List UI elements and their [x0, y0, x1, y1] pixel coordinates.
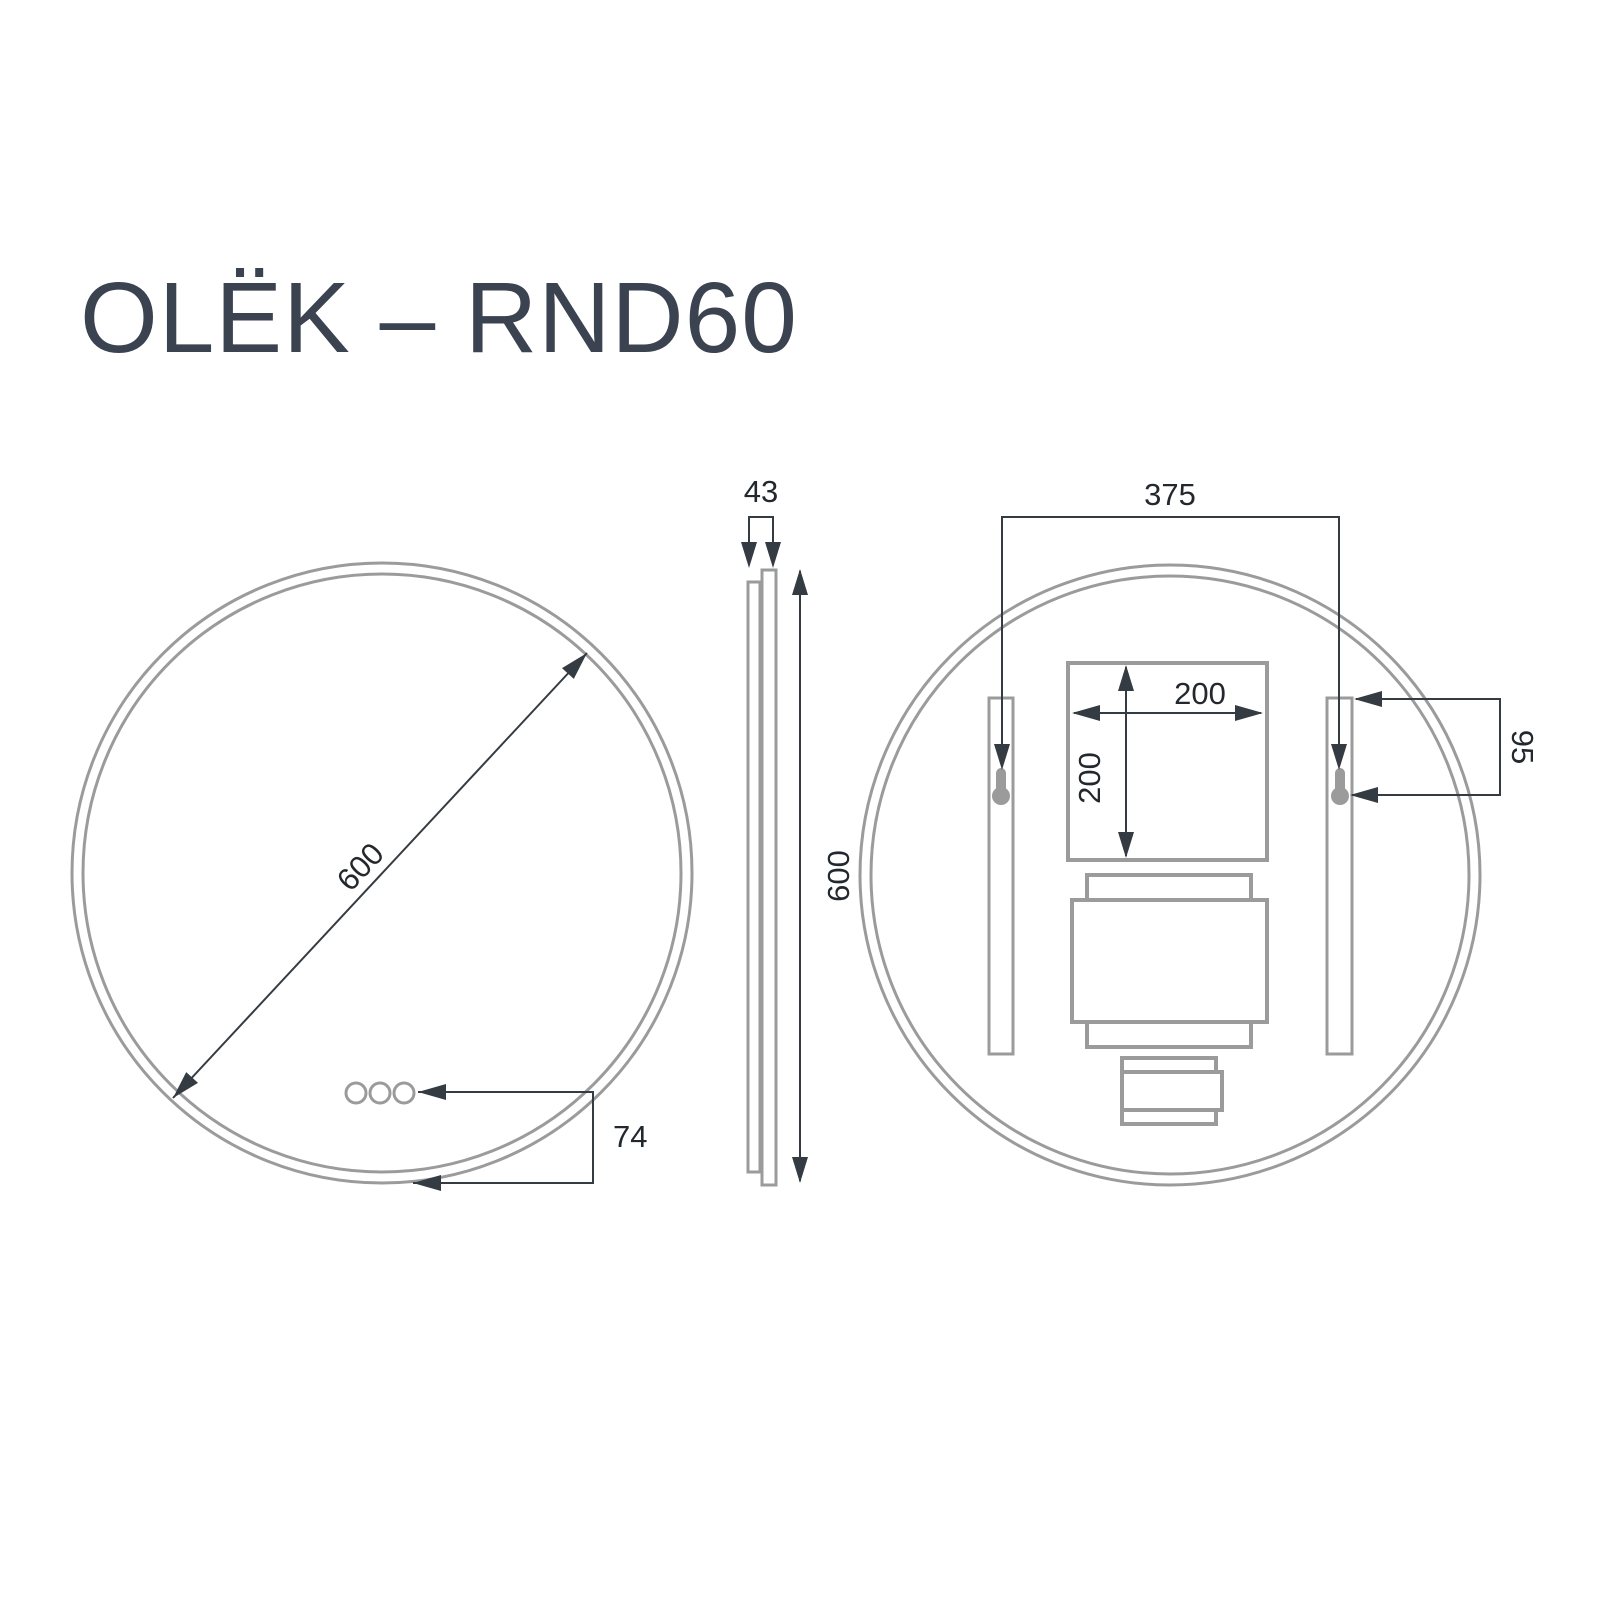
terminal-top-strip: [1120, 1056, 1218, 1074]
hanger-offset-dim-bracket: [1352, 698, 1501, 796]
side-profile-front-plate: [760, 568, 778, 1187]
arrowhead-down-icon: [741, 542, 757, 568]
touch-button-icon: [392, 1081, 416, 1105]
touch-button-icon: [344, 1081, 368, 1105]
button-offset-label: 74: [613, 1119, 647, 1154]
button-offset-dim-line: [413, 1091, 594, 1184]
front-mirror-inner-rim: [81, 572, 683, 1174]
back-mirror-inner-rim: [869, 574, 1471, 1176]
touch-button-icon: [368, 1081, 392, 1105]
arrowhead-left-icon: [418, 1084, 446, 1100]
terminal-block: [1120, 1056, 1224, 1126]
back-mirror-outer-rim: [858, 563, 1482, 1187]
terminal-body: [1120, 1070, 1224, 1112]
arrowhead-right-icon: [1235, 705, 1263, 721]
side-view: 43 600: [741, 474, 856, 1187]
cutout-square: [1066, 661, 1269, 862]
arrowhead-down-left-icon: [173, 1072, 198, 1098]
arrowhead-up-icon: [1118, 665, 1134, 691]
cutout-height-label: 200: [1072, 752, 1107, 804]
hanger-spacing-dim-bracket: [1001, 516, 1340, 746]
front-view: 600 74: [70, 561, 694, 1191]
arrowhead-down-icon: [1331, 744, 1347, 770]
driver-body: [1070, 898, 1269, 1024]
back-view: 375 200 200 95: [858, 477, 1540, 1187]
arrowhead-up-right-icon: [562, 653, 587, 679]
arrowhead-left-icon: [1354, 691, 1382, 707]
cutout-width-label: 200: [1174, 676, 1226, 711]
hanger-spacing-label: 375: [1144, 477, 1196, 512]
arrowhead-down-icon: [994, 744, 1010, 770]
right-keyhole-slot: [1331, 768, 1349, 805]
front-diameter-dim-line: [172, 652, 588, 1099]
arrowhead-up-icon: [792, 569, 808, 595]
height-label: 600: [821, 850, 856, 902]
arrowhead-left-icon: [1072, 705, 1100, 721]
driver-top-flange: [1085, 873, 1253, 902]
front-diameter-label: 600: [330, 836, 391, 898]
front-mirror-outer-rim: [70, 561, 694, 1185]
keyhole-hole: [992, 787, 1010, 805]
hanger-offset-label: 95: [1505, 730, 1540, 764]
led-driver-box: [1070, 873, 1269, 1049]
side-profile-back-plate: [746, 580, 762, 1174]
product-title: OLËK – RND60: [80, 262, 798, 374]
depth-dim-bracket: [748, 516, 774, 544]
driver-bottom-flange: [1085, 1020, 1253, 1049]
keyhole-hole: [1331, 787, 1349, 805]
arrowhead-down-icon: [765, 542, 781, 568]
arrowhead-left-icon: [413, 1175, 441, 1191]
arrowhead-left-icon: [1350, 787, 1378, 803]
left-keyhole-slot: [992, 768, 1010, 805]
terminal-bottom-strip: [1120, 1108, 1218, 1126]
depth-label: 43: [744, 474, 778, 509]
arrowhead-down-icon: [792, 1157, 808, 1183]
arrowhead-down-icon: [1118, 832, 1134, 858]
